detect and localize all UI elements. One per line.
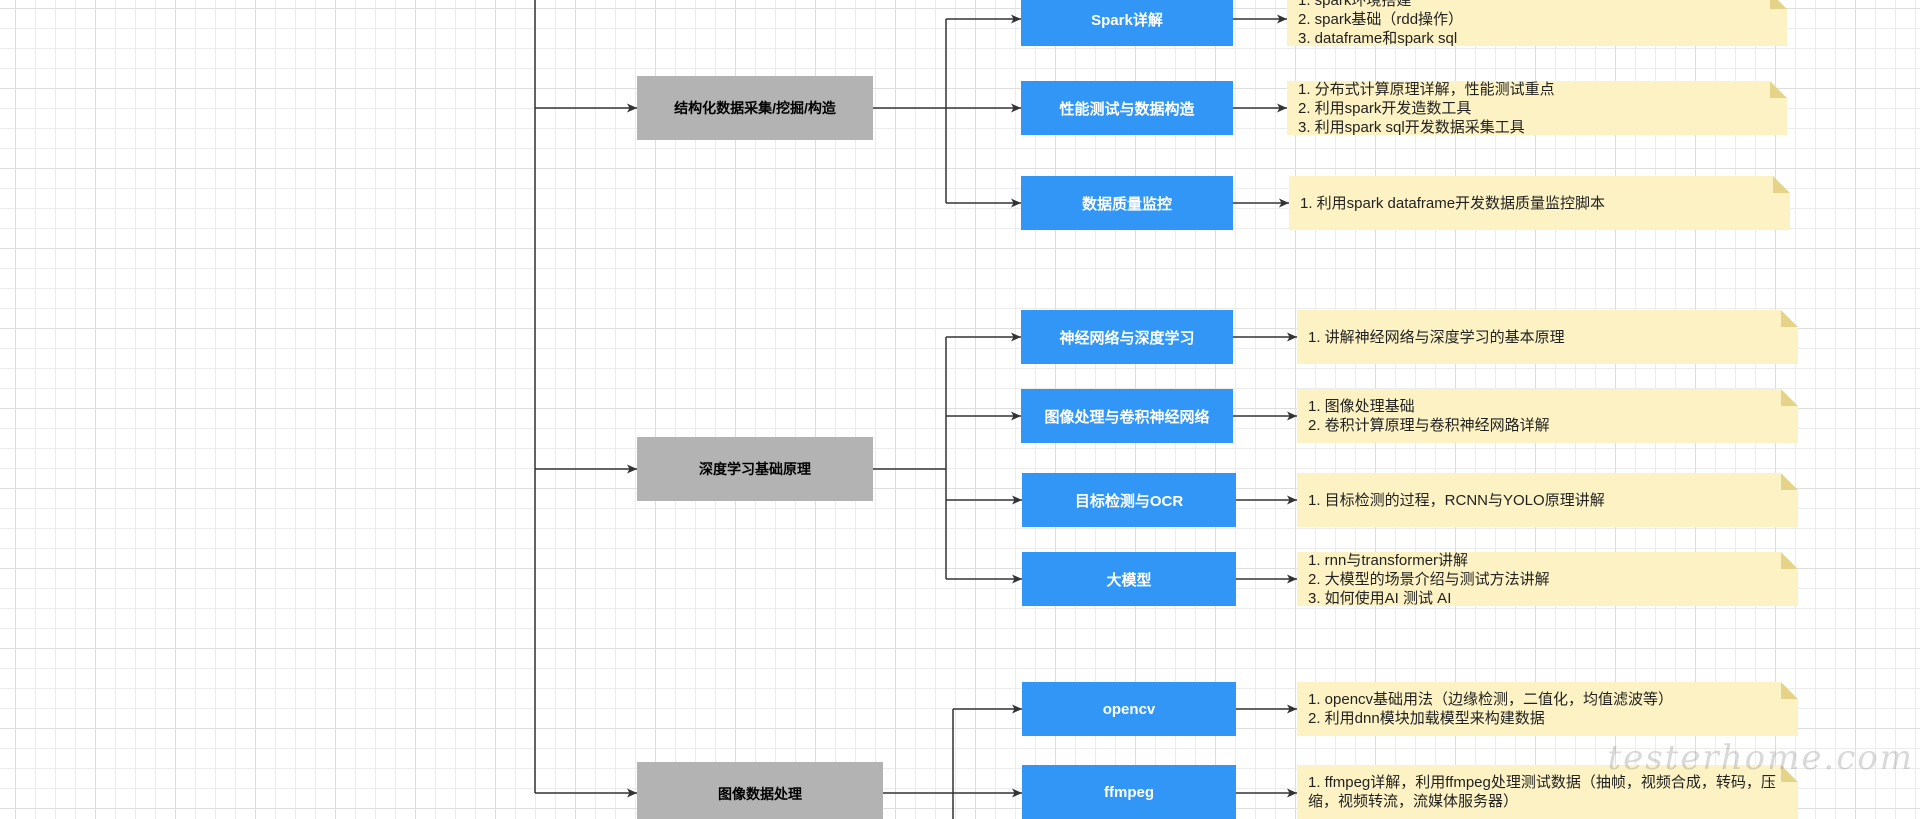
note-line: 2. 利用spark开发造数工具 [1298, 99, 1472, 117]
note-line: 2. 大模型的场景介绍与测试方法讲解 [1308, 570, 1550, 588]
topic-node[interactable]: ffmpeg [1022, 765, 1236, 819]
category-label: 深度学习基础原理 [699, 461, 811, 477]
note-line: 3. 利用spark sql开发数据采集工具 [1298, 118, 1525, 136]
category-node[interactable]: 深度学习基础原理 [637, 437, 873, 501]
note-line: 1. 利用spark dataframe开发数据质量监控脚本 [1300, 194, 1606, 212]
note-line: 1. spark环境搭建 [1298, 0, 1412, 9]
note-line: 1. 讲解神经网络与深度学习的基本原理 [1308, 328, 1565, 346]
topic-node[interactable]: 神经网络与深度学习 [1021, 310, 1233, 364]
topic-node[interactable]: 数据质量监控 [1021, 176, 1233, 230]
category-label: 结构化数据采集/挖掘/构造 [674, 100, 836, 116]
note-line: 2. 卷积计算原理与卷积神经网路详解 [1308, 417, 1550, 434]
topic-label: 神经网络与深度学习 [1059, 329, 1195, 347]
note-card[interactable]: 1. opencv基础用法（边缘检测，二值化，均值滤波等） 2. 利用dnn模块… [1297, 682, 1798, 736]
category-node[interactable]: 结构化数据采集/挖掘/构造 [637, 76, 873, 140]
topic-label: 性能测试与数据构造 [1059, 100, 1195, 118]
note-card[interactable]: 1. 利用spark dataframe开发数据质量监控脚本 [1289, 176, 1790, 230]
topic-node[interactable]: 目标检测与OCR [1022, 473, 1236, 527]
note-line: 1. 分布式计算原理详解，性能测试重点 [1298, 80, 1555, 98]
note-card[interactable]: 1. spark环境搭建 2. spark基础（rdd操作） 3. datafr… [1287, 0, 1787, 46]
topic-node[interactable]: 大模型 [1022, 552, 1236, 606]
category-node[interactable]: 图像数据处理 [637, 762, 883, 819]
category-label: 图像数据处理 [718, 785, 802, 802]
topic-node[interactable]: 图像处理与卷积神经网络 [1021, 389, 1233, 443]
note-line: 1. ffmpeg详解，利用ffmpeg处理测试数据（抽帧，视频合成，转码，压 [1308, 774, 1776, 791]
topic-label: ffmpeg [1104, 783, 1154, 801]
topic-label: 大模型 [1106, 571, 1152, 589]
note-line: 2. 利用dnn模块加载模型来构建数据 [1308, 710, 1545, 727]
note-line: 缩，视频转流，流媒体服务器） [1308, 793, 1519, 810]
note-card[interactable]: 1. ffmpeg详解，利用ffmpeg处理测试数据（抽帧，视频合成，转码，压 … [1297, 765, 1798, 819]
note-line: 1. opencv基础用法（边缘检测，二值化，均值滤波等） [1308, 691, 1674, 708]
note-line: 3. 如何使用AI 测试 AI [1308, 589, 1452, 607]
note-card[interactable]: 1. rnn与transformer讲解 2. 大模型的场景介绍与测试方法讲解 … [1297, 552, 1798, 606]
note-line: 1. rnn与transformer讲解 [1308, 551, 1469, 569]
topic-node[interactable]: Spark详解 [1021, 0, 1233, 46]
topic-label: 图像处理与卷积神经网络 [1044, 408, 1210, 426]
topic-label: 目标检测与OCR [1074, 492, 1184, 510]
topic-node[interactable]: 性能测试与数据构造 [1021, 81, 1233, 135]
note-line: 3. dataframe和spark sql [1298, 29, 1458, 47]
note-card[interactable]: 1. 图像处理基础 2. 卷积计算原理与卷积神经网路详解 [1297, 389, 1798, 443]
topic-label: opencv [1102, 700, 1156, 718]
note-card[interactable]: 1. 讲解神经网络与深度学习的基本原理 [1297, 310, 1798, 364]
topic-node[interactable]: opencv [1022, 682, 1236, 736]
note-line: 2. spark基础（rdd操作） [1298, 10, 1464, 28]
note-line: 1. 图像处理基础 [1308, 398, 1415, 415]
note-line: 1. 目标检测的过程，RCNN与YOLO原理讲解 [1308, 491, 1605, 509]
note-card[interactable]: 1. 目标检测的过程，RCNN与YOLO原理讲解 [1297, 473, 1798, 527]
topic-label: 数据质量监控 [1081, 195, 1172, 213]
topic-label: Spark详解 [1091, 11, 1163, 29]
note-card[interactable]: 1. 分布式计算原理详解，性能测试重点 2. 利用spark开发造数工具 3. … [1287, 81, 1787, 135]
